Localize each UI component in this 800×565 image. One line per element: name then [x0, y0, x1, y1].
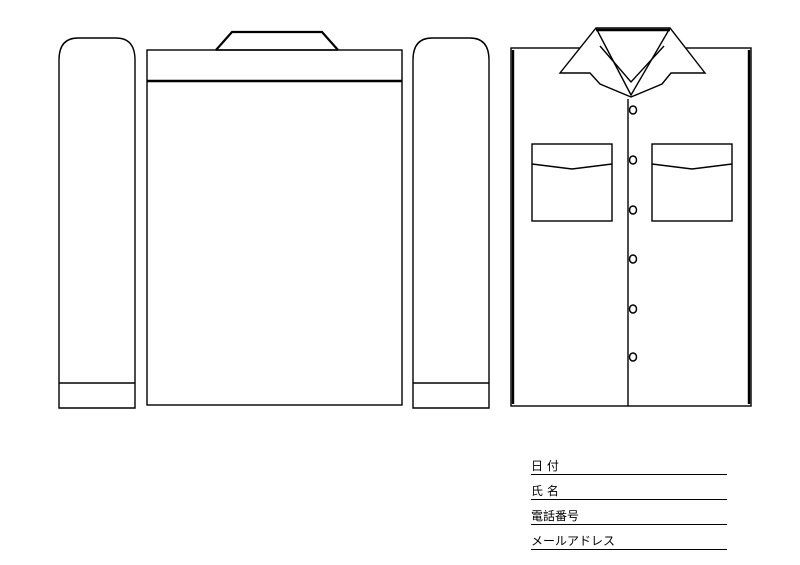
- right-pocket: [651, 143, 733, 222]
- phone-field[interactable]: 電話番号: [531, 504, 727, 525]
- left-sleeve: [58, 37, 136, 409]
- right-sleeve: [412, 37, 490, 409]
- email-label: メールアドレス: [531, 534, 616, 548]
- info-form: 日 付 氏 名 電話番号 メールアドレス: [531, 454, 727, 554]
- shirt-front: [510, 27, 752, 407]
- left-pocket: [531, 143, 613, 222]
- shirt-back: [146, 30, 403, 406]
- button: [628, 155, 638, 165]
- name-field[interactable]: 氏 名: [531, 479, 727, 500]
- button: [628, 105, 638, 115]
- button: [628, 304, 638, 314]
- buttons: [628, 105, 638, 362]
- date-label: 日 付: [531, 459, 559, 473]
- email-field[interactable]: メールアドレス: [531, 529, 727, 550]
- collar: [558, 27, 707, 98]
- button: [628, 205, 638, 215]
- phone-label: 電話番号: [531, 509, 580, 523]
- date-field[interactable]: 日 付: [531, 454, 727, 475]
- name-label: 氏 名: [531, 484, 559, 498]
- button: [628, 352, 638, 362]
- button: [628, 254, 638, 264]
